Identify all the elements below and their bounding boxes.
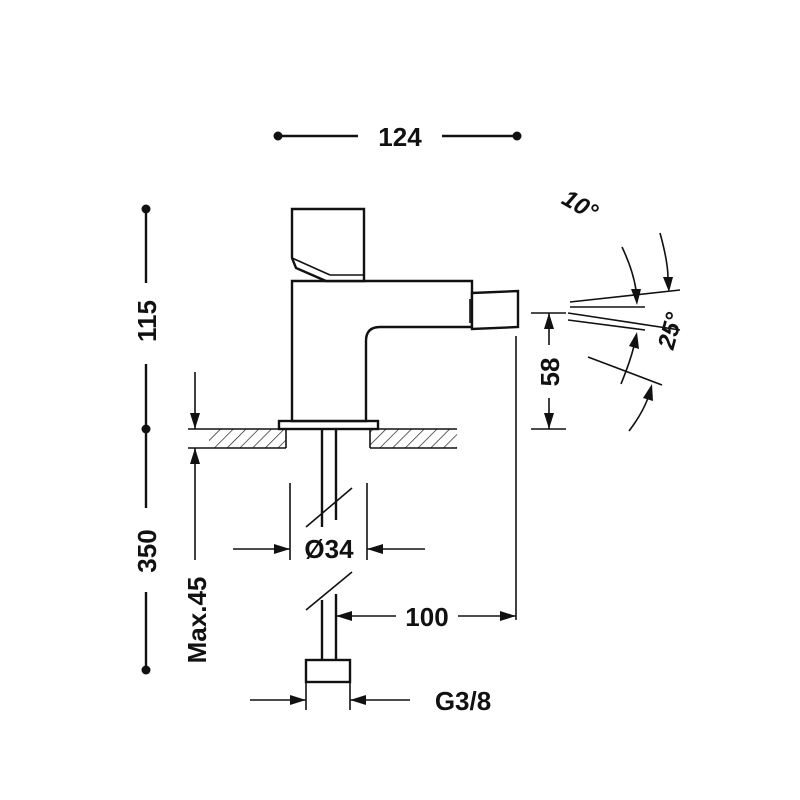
nozzle-tilt-angles: 10° 25° — [557, 185, 689, 432]
dimension-label-350: 350 — [132, 529, 162, 572]
dimension-connection-thread: G3/8 — [250, 682, 491, 716]
dimension-label-58: 58 — [535, 358, 565, 387]
angle-label-25: 25° — [653, 310, 689, 353]
lever-handle — [290, 207, 366, 283]
spray-nozzle — [470, 289, 520, 331]
dimension-label-g38: G3/8 — [435, 686, 491, 716]
dimension-hole-diameter: Ø34 — [233, 483, 425, 564]
connection-nut — [304, 658, 352, 684]
dimension-label-diameter: Ø34 — [304, 534, 354, 564]
dimension-label-max45: Max.45 — [182, 577, 212, 664]
faucet-main-body — [290, 279, 474, 423]
dimension-label-100: 100 — [405, 602, 448, 632]
dimension-width-top: 124 — [273, 122, 522, 152]
dimension-spout-height: 58 — [531, 312, 566, 430]
shank-and-hoses — [304, 429, 353, 684]
dimension-spout-reach: 100 — [336, 336, 517, 632]
faucet-body — [277, 207, 520, 431]
dimension-height-chain: 115 350 — [132, 204, 162, 675]
dimension-label-115: 115 — [132, 300, 162, 342]
angle-label-10: 10° — [557, 185, 602, 227]
countertop-section — [209, 428, 457, 449]
dimension-label-124: 124 — [378, 122, 422, 152]
dimension-max-thickness: Max.45 — [182, 372, 212, 663]
